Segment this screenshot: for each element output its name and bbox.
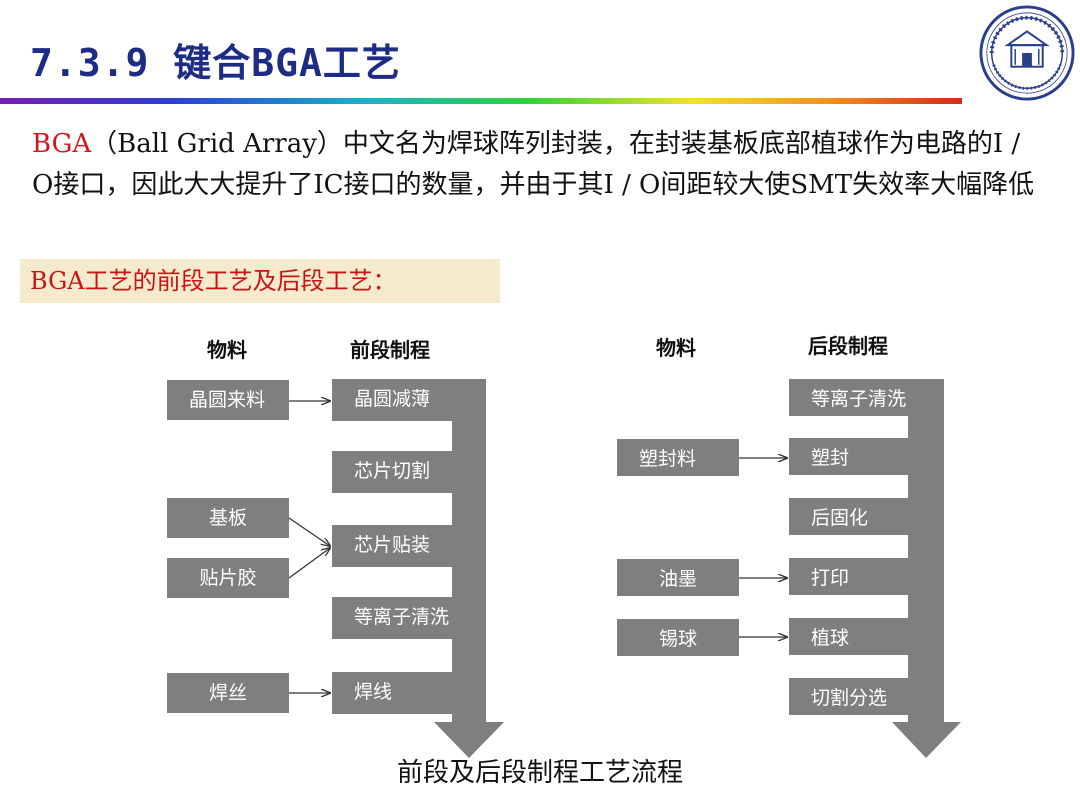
back-flow-arrowhead — [892, 722, 961, 758]
back-process-header: 后段制程 — [808, 334, 888, 358]
connector-arrow — [288, 517, 330, 546]
section-subheading: BGA工艺的前段工艺及后段工艺： — [20, 259, 500, 303]
slide-title: 7.3.9 键合BGA工艺 — [30, 41, 401, 85]
front-material: 晶圆来料 — [167, 380, 289, 420]
back-step: 植球 — [789, 618, 944, 655]
back-step: 打印 — [789, 558, 944, 595]
front-step: 芯片切割 — [332, 451, 486, 493]
back-step: 切割分选 — [789, 678, 944, 715]
front-step: 焊线 — [332, 672, 486, 714]
front-step: 芯片贴装 — [332, 525, 486, 567]
front-material: 焊丝 — [167, 673, 289, 713]
back-material: 塑封料 — [617, 439, 739, 476]
back-step: 塑封 — [789, 438, 944, 475]
back-step: 后固化 — [789, 498, 944, 535]
back-material: 锡球 — [617, 619, 739, 656]
intro-paragraph: BGA（Ball Grid Array）中文名为焊球阵列封装，在封装基板底部植球… — [32, 124, 1042, 206]
diagram-caption: 前段及后段制程工艺流程 — [396, 758, 683, 788]
front-step: 等离子清洗 — [332, 597, 486, 639]
back-material: 油墨 — [617, 559, 739, 596]
intro-highlight: BGA — [32, 129, 92, 159]
front-flow-arrowhead — [434, 722, 504, 758]
back-material-header: 物料 — [656, 336, 696, 360]
front-material: 贴片胶 — [167, 558, 289, 598]
front-step: 晶圆减薄 — [332, 379, 486, 421]
rainbow-divider — [0, 98, 962, 104]
front-material-header: 物料 — [207, 338, 247, 362]
back-step: 等离子清洗 — [789, 379, 944, 416]
intro-text: （Ball Grid Array）中文名为焊球阵列封装，在封装基板底部植球作为电… — [32, 129, 1035, 200]
back-flow-trunk — [908, 379, 944, 723]
university-seal-icon — [979, 5, 1075, 101]
front-process-header: 前段制程 — [350, 338, 430, 362]
front-material: 基板 — [167, 498, 289, 538]
connector-arrow — [288, 548, 330, 579]
